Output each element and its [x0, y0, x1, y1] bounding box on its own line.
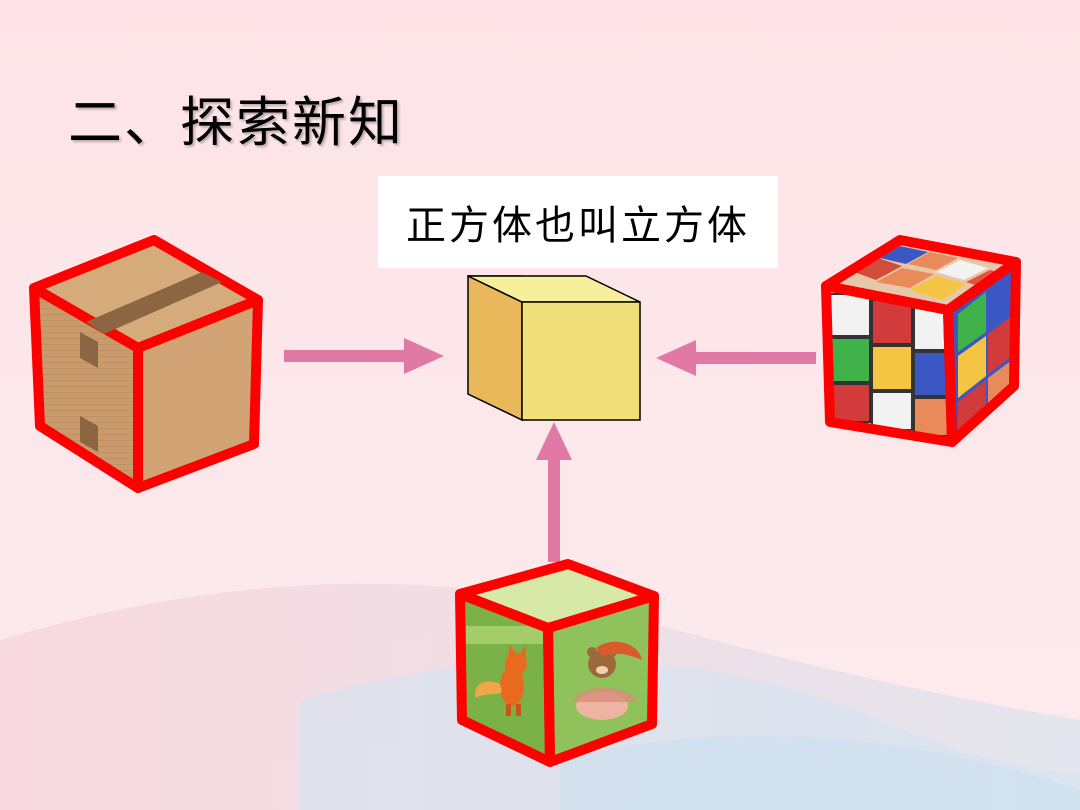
- cube-label-text: 正方体也叫立方体: [406, 203, 750, 249]
- arrow-left: [656, 340, 816, 376]
- picture-block: [455, 559, 659, 767]
- arrow-up: [536, 422, 572, 562]
- cardboard-box: [29, 235, 263, 493]
- yellow-cube: [467, 274, 641, 422]
- bear-illustration: [572, 641, 642, 720]
- rubiks-cube: [821, 235, 1021, 447]
- fox-illustration: [475, 644, 527, 716]
- cube-label: 正方体也叫立方体: [378, 176, 778, 268]
- arrow-right: [284, 338, 444, 374]
- page-title: 二、探索新知: [68, 91, 404, 154]
